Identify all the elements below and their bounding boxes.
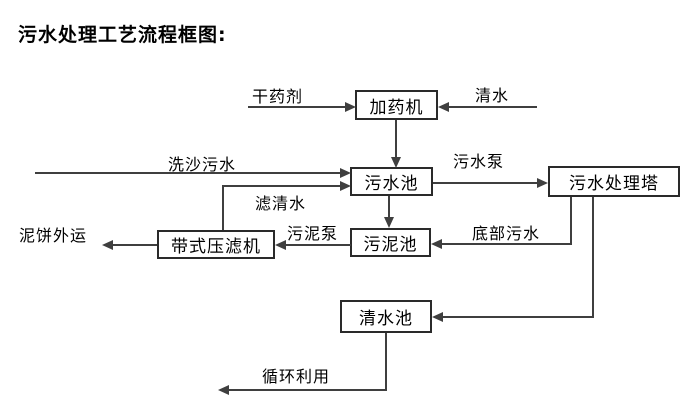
arrowhead-right-icon <box>340 168 351 178</box>
arrowhead-left-icon <box>432 312 443 322</box>
label-sludge-pump: 污泥泵 <box>287 226 339 243</box>
label-mud-cake-out: 泥饼外运 <box>19 228 88 245</box>
node-dosing-machine: 加药机 <box>355 90 438 120</box>
arrowhead-left-icon <box>218 385 229 395</box>
page-title: 污水处理工艺流程框图: <box>18 24 227 46</box>
arrowhead-right-icon <box>537 178 548 188</box>
node-clear-water-pool: 清水池 <box>340 300 432 333</box>
arrowhead-down-icon <box>384 217 394 228</box>
node-sewage-pool-label: 污水池 <box>364 174 419 193</box>
line-sewage-to-sludge <box>388 196 390 218</box>
label-sewage-pump: 污水泵 <box>453 154 505 171</box>
arrowhead-left-icon <box>431 239 442 249</box>
line-dry-chemical <box>248 106 346 108</box>
node-treatment-tower-label: 污水处理塔 <box>569 174 659 193</box>
node-belt-filter-press: 带式压滤机 <box>157 230 275 259</box>
label-dry-chemical: 干药剂 <box>252 89 304 106</box>
line-bottom-sewage-vertical <box>570 197 572 245</box>
arrowhead-left-icon <box>102 240 113 250</box>
line-sewage-pump <box>433 182 538 184</box>
arrowhead-right-icon <box>340 181 351 191</box>
line-mud-cake-out <box>112 244 157 246</box>
node-belt-filter-press-label: 带式压滤机 <box>171 237 261 256</box>
node-clear-water-pool-label: 清水池 <box>359 309 413 328</box>
line-bottom-sewage-horizontal <box>441 243 572 245</box>
line-filtered-water-horizontal <box>222 185 340 187</box>
line-clear-water-in <box>448 106 537 108</box>
line-sludge-pump <box>285 244 351 246</box>
line-sand-washing-sewage <box>35 172 340 174</box>
arrowhead-right-icon <box>345 102 356 112</box>
node-sewage-pool: 污水池 <box>350 167 433 196</box>
line-recycling-vertical <box>385 333 387 391</box>
arrowhead-left-icon <box>275 240 286 250</box>
line-dosing-to-sewage <box>395 120 397 159</box>
node-sludge-pool-label: 污泥池 <box>363 235 418 254</box>
line-tower-to-clearwater-horizontal <box>442 316 594 318</box>
line-tower-to-clearwater-vertical <box>592 197 594 318</box>
label-clear-water-in: 清水 <box>475 88 510 105</box>
label-sand-washing-sewage: 洗沙污水 <box>168 157 237 174</box>
arrowhead-left-icon <box>438 102 449 112</box>
node-treatment-tower: 污水处理塔 <box>548 166 680 197</box>
arrowhead-down-icon <box>391 157 401 168</box>
line-filtered-water-vertical <box>222 185 224 230</box>
node-sludge-pool: 污泥池 <box>350 228 431 257</box>
label-filtered-water: 滤清水 <box>255 196 307 213</box>
node-dosing-machine-label: 加药机 <box>369 97 424 117</box>
line-recycling-horizontal <box>228 389 387 391</box>
label-recycling: 循环利用 <box>262 369 331 386</box>
label-bottom-sewage: 底部污水 <box>472 226 541 243</box>
